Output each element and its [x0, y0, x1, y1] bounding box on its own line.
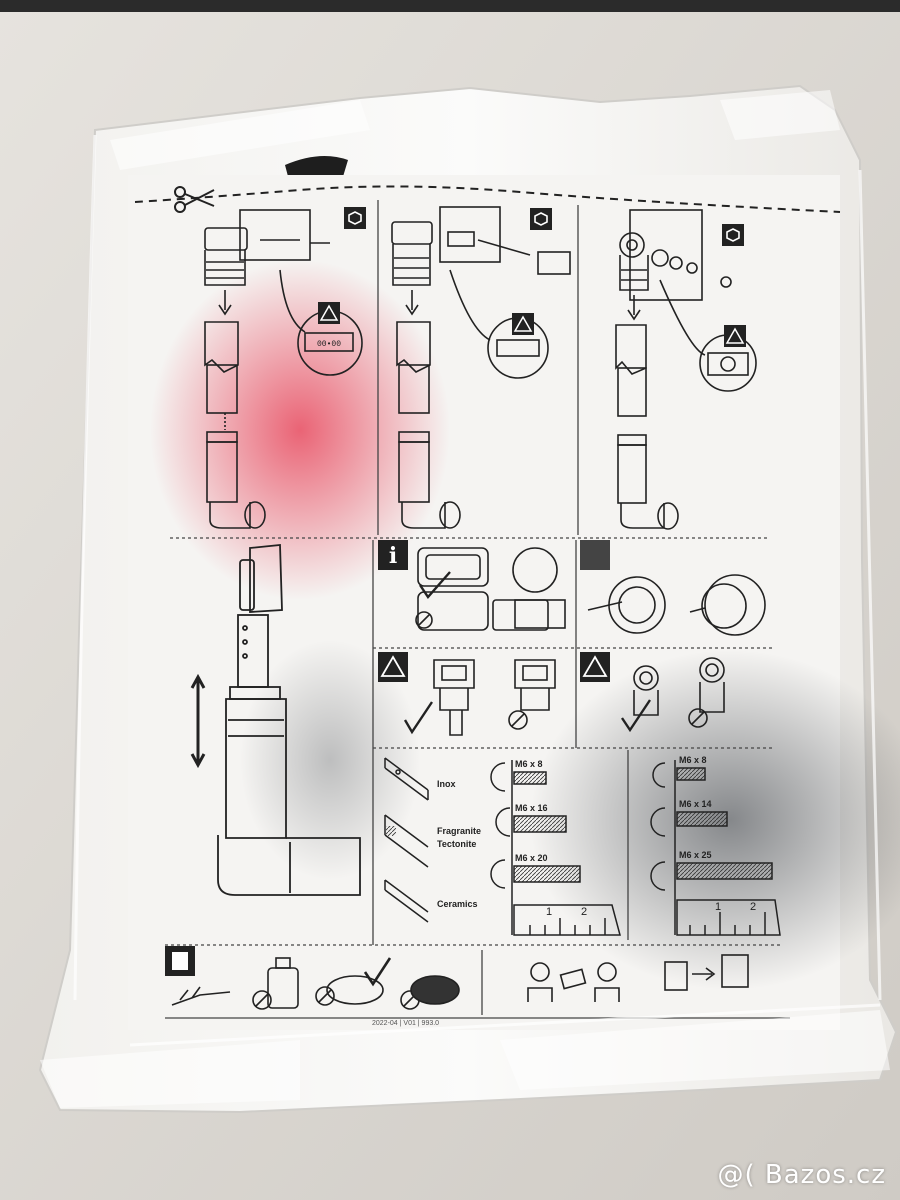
- screw-right-m6x14: M6 x 14: [679, 799, 712, 809]
- screw-left-m6x20: M6 x 20: [515, 853, 548, 863]
- screw-left-m6x16: M6 x 16: [515, 803, 548, 813]
- label-fragranite: Fragranite: [437, 826, 482, 836]
- label-inox: Inox: [437, 779, 456, 789]
- svg-text:i: i: [389, 543, 397, 569]
- watermark: @( Bazos.cz: [717, 1160, 886, 1190]
- footer-code: 2022-04 | V01 | 993.0: [372, 1020, 440, 1027]
- ruler-left-mark-2: 2: [581, 906, 588, 918]
- ruler-left-mark-1: 1: [546, 906, 553, 918]
- label-tectonite: Tectonite: [437, 839, 477, 849]
- ruler-right-mark-1: 1: [715, 901, 722, 913]
- ruler-right-mark-2: 2: [750, 901, 757, 913]
- svg-text:00•00: 00•00: [317, 340, 341, 349]
- screw-right-m6x8: M6 x 8: [679, 755, 707, 765]
- screw-right-m6x25: M6 x 25: [679, 850, 712, 860]
- screw-left-m6x8: M6 x 8: [515, 759, 543, 769]
- label-ceramics: Ceramics: [437, 899, 478, 909]
